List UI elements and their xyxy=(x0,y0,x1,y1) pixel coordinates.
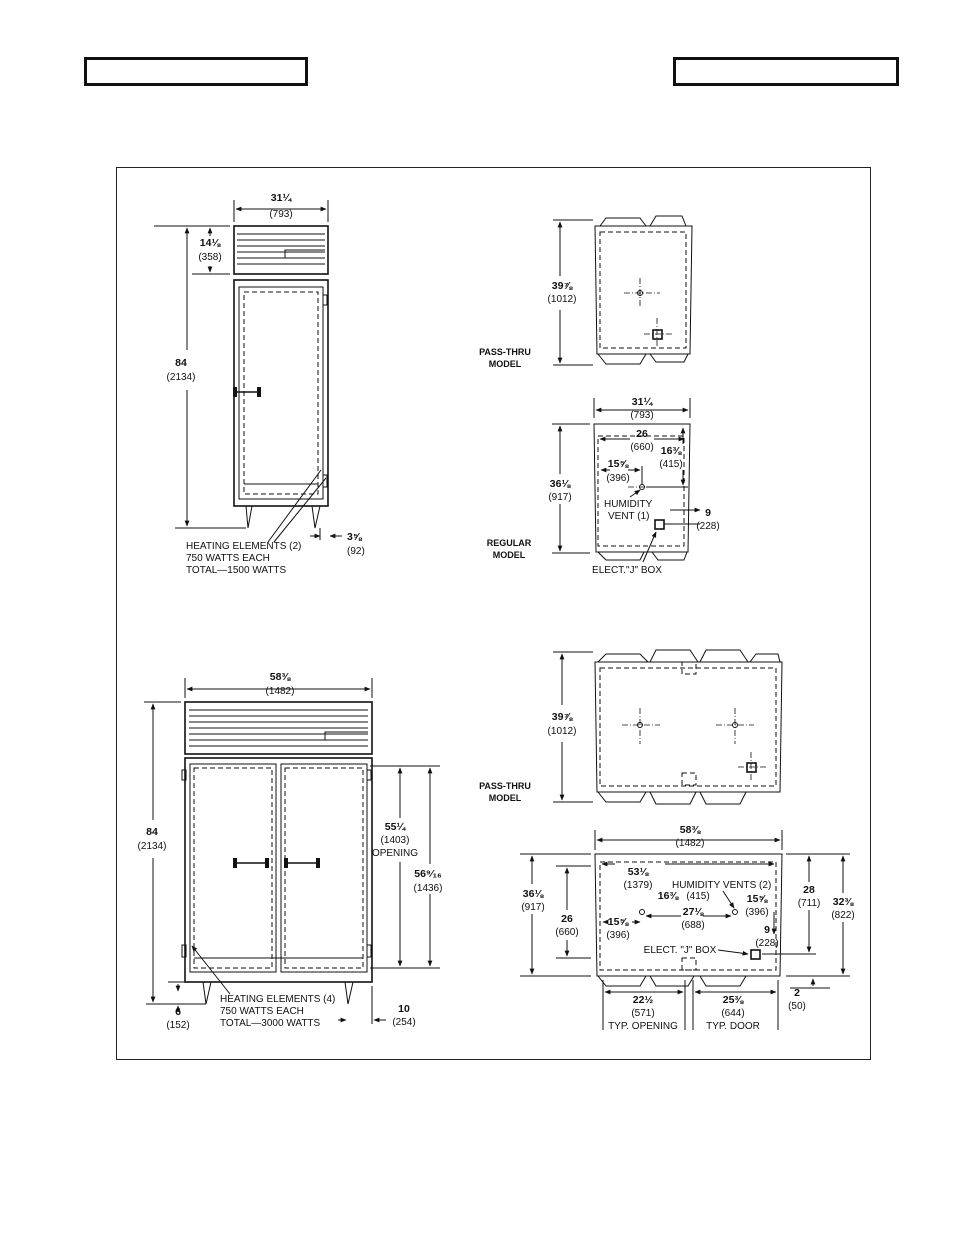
rg1-d26-mm: (660) xyxy=(630,442,653,453)
dd-heating-1: HEATING ELEMENTS (4) xyxy=(220,994,335,1005)
rg2-open-mm: (571) xyxy=(631,1008,654,1019)
rg2-d32-in: 32⅜ xyxy=(833,896,855,908)
header-right-box xyxy=(673,57,899,86)
rg1-width-in: 31¼ xyxy=(632,396,654,408)
dd-d10-in: 10 xyxy=(398,1003,410,1015)
pt2-depth-in: 39⅞ xyxy=(552,711,574,723)
rg2-width-in: 58⅜ xyxy=(680,824,702,836)
rg1-depth-in: 36⅛ xyxy=(550,478,572,490)
regular-top-view-1 xyxy=(593,423,691,561)
rg1-width-mm: (793) xyxy=(630,410,653,421)
rg2-d28-in: 28 xyxy=(803,884,815,896)
dd-heating-3: TOTAL—3000 WATTS xyxy=(220,1018,321,1029)
single-door-front-view xyxy=(233,225,329,529)
dd-h2-mm: (1436) xyxy=(414,883,443,894)
rg2-d26-mm: (660) xyxy=(555,927,578,938)
dd-height-in: 84 xyxy=(146,826,158,838)
rg1-depth-mm: (917) xyxy=(548,492,571,503)
pt1-label-1: PASS-THRU xyxy=(479,347,531,357)
sd-heating-1: HEATING ELEMENTS (2) xyxy=(186,541,301,552)
double-door-front-view xyxy=(181,701,373,1005)
rg1-d15-in: 15⅝ xyxy=(608,458,630,470)
sd-heating-2: 750 WATTS EACH xyxy=(186,553,270,564)
rg1-label-2: MODEL xyxy=(493,550,526,560)
sd-leg-mm: (92) xyxy=(347,546,365,557)
dd-height-mm: (2134) xyxy=(138,841,167,852)
pt1-depth-in: 39⅞ xyxy=(552,280,574,292)
header-left-box xyxy=(84,57,308,86)
dd-open-in: 55¼ xyxy=(385,821,407,833)
rg1-d15-mm: (396) xyxy=(606,473,629,484)
pass-thru-top-view-1 xyxy=(594,215,693,365)
pt2-label-1: PASS-THRU xyxy=(479,781,531,791)
rg1-d26-in: 26 xyxy=(636,428,648,440)
regular-top-view-2 xyxy=(594,853,783,987)
sd-leg-in: 3⅝ xyxy=(347,531,363,543)
rg2-d15r-mm: (396) xyxy=(745,907,768,918)
pt1-label-2: MODEL xyxy=(489,359,522,369)
dd-width-in: 58⅜ xyxy=(270,671,292,683)
rg2-d9-mm: (228) xyxy=(755,938,778,949)
rg2-open-in: 22½ xyxy=(633,994,654,1006)
rg2-d32-mm: (822) xyxy=(831,910,854,921)
sd-width-mm: (793) xyxy=(269,209,292,220)
rg1-d9-in: 9 xyxy=(705,507,711,519)
sd-top-mm: (358) xyxy=(198,252,221,263)
rg2-width-mm: (1482) xyxy=(676,838,705,849)
dd-heating-2: 750 WATTS EACH xyxy=(220,1006,304,1017)
drawing-frame xyxy=(116,167,871,1060)
rg2-d53-mm: (1379) xyxy=(624,880,653,891)
rg2-d16-in: 16⅜ xyxy=(658,890,680,902)
rg2-d15r-in: 15⅝ xyxy=(747,893,769,905)
rg1-vent-2: VENT (1) xyxy=(608,511,650,522)
rg2-d2-mm: (50) xyxy=(788,1001,806,1012)
dd-open-mm: (1403) xyxy=(381,835,410,846)
rg2-d27-mm: (688) xyxy=(681,920,704,931)
rg2-d26-in: 26 xyxy=(561,913,573,925)
rg2-d2-in: 2 xyxy=(794,987,800,999)
rg2-depth-mm: (917) xyxy=(521,902,544,913)
rg1-jbox: ELECT."J" BOX xyxy=(592,565,662,576)
rg2-open-label: TYP. OPENING xyxy=(608,1021,678,1032)
rg2-door-in: 25⅜ xyxy=(723,994,745,1006)
rg1-vent-1: HUMIDITY xyxy=(604,499,653,510)
rg1-d9-mm: (228) xyxy=(696,521,719,532)
rg1-d16-mm: (415) xyxy=(659,459,682,470)
dd-width-mm: (1482) xyxy=(266,686,295,697)
dd-h2-in: 56⁹⁄₁₆ xyxy=(414,868,442,880)
dd-d10-mm: (254) xyxy=(392,1017,415,1028)
sd-height-in: 84 xyxy=(175,357,187,369)
rg2-d9-in: 9 xyxy=(764,924,770,936)
rg2-d15l-in: 15⅝ xyxy=(608,916,630,928)
sd-top-in: 14⅛ xyxy=(200,237,222,249)
sd-heating-3: TOTAL—1500 WATTS xyxy=(186,565,287,576)
rg2-door-label: TYP. DOOR xyxy=(706,1021,760,1032)
rg2-d53-in: 53⅛ xyxy=(628,866,650,878)
rg2-vents: HUMIDITY VENTS (2) xyxy=(672,880,771,891)
rg1-label-1: REGULAR xyxy=(487,538,532,548)
rg2-d28-mm: (711) xyxy=(798,898,821,909)
pt2-depth-mm: (1012) xyxy=(548,726,577,737)
rg1-d16-in: 16⅜ xyxy=(661,445,683,457)
pt2-label-2: MODEL xyxy=(489,793,522,803)
sd-width-in: 31¼ xyxy=(271,192,293,204)
pt1-depth-mm: (1012) xyxy=(548,294,577,305)
rg2-d27-in: 27⅛ xyxy=(683,906,705,918)
rg2-depth-in: 36⅛ xyxy=(523,888,545,900)
pass-thru-top-view-2 xyxy=(594,649,783,805)
dd-leg-in: 6 xyxy=(175,1006,181,1018)
dd-open-label: OPENING xyxy=(372,848,418,859)
dd-leg-mm: (152) xyxy=(166,1020,189,1031)
sd-height-mm: (2134) xyxy=(167,372,196,383)
rg2-jbox: ELECT. "J" BOX xyxy=(644,945,717,956)
rg2-d16-mm: (415) xyxy=(686,891,709,902)
rg2-door-mm: (644) xyxy=(721,1008,744,1019)
rg2-d15l-mm: (396) xyxy=(606,930,629,941)
